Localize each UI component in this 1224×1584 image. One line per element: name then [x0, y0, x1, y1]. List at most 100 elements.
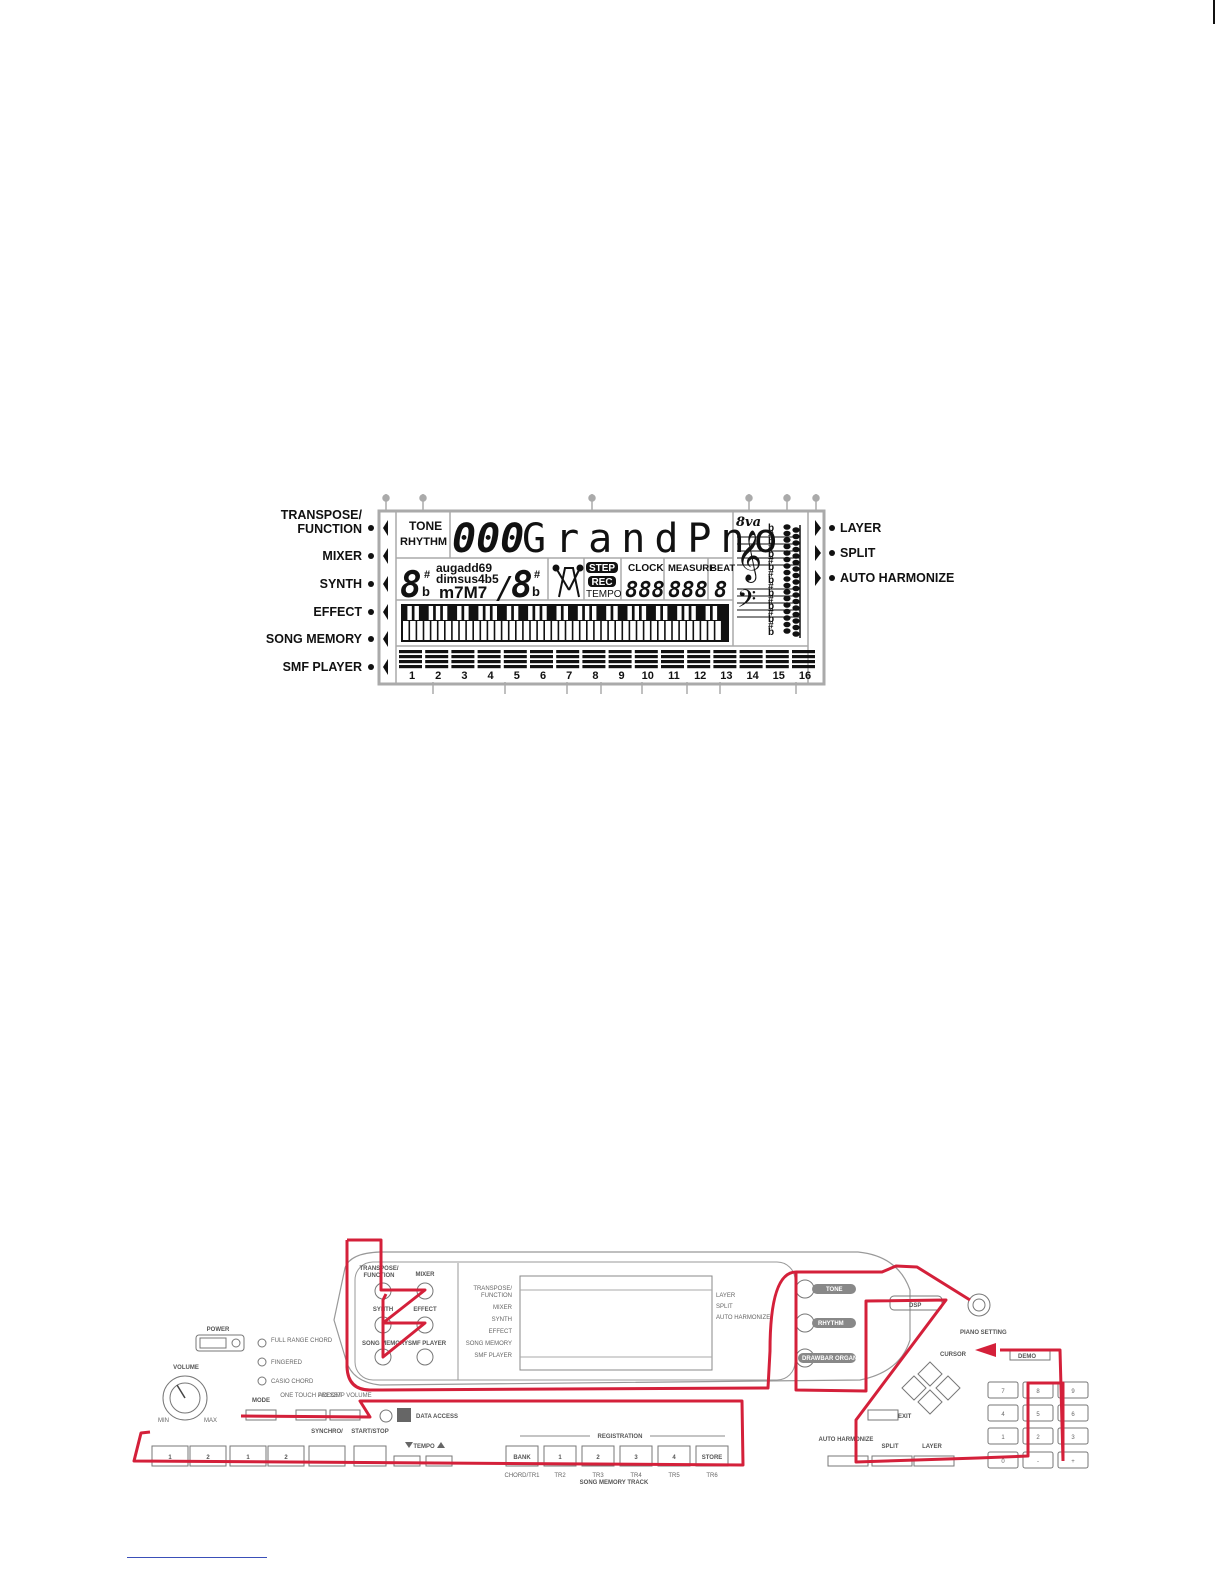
registration-button-1[interactable] [543, 1445, 577, 1467]
keypad-key-9[interactable] [1057, 1381, 1089, 1399]
smf-player-button[interactable] [416, 1348, 434, 1366]
note-head [783, 615, 791, 621]
volume-label: VOLUME [173, 1365, 199, 1371]
synchro-fill-in-button[interactable] [308, 1445, 346, 1467]
chord-flat: b [422, 584, 430, 599]
key-1a-label: 1 [168, 1455, 172, 1461]
intro-ending-1-button[interactable] [151, 1445, 189, 1467]
note-head [792, 631, 800, 637]
registration-button-3[interactable] [619, 1445, 653, 1467]
page-edge-line [1213, 0, 1215, 24]
variation-fill-1-button[interactable] [229, 1445, 267, 1467]
disp-label-function: FUNCTION [481, 1293, 512, 1299]
keypad-key-2[interactable] [1022, 1427, 1054, 1445]
white-key [452, 621, 459, 640]
note-head [792, 533, 800, 540]
measure-digits: 888 [668, 578, 708, 603]
accomp-volume-button[interactable] [329, 1409, 361, 1421]
bass-flat: b [532, 584, 540, 599]
piano-setting-label: PIANO SETTING [960, 1330, 1007, 1336]
tempo-up-button[interactable] [425, 1455, 453, 1467]
white-key [438, 621, 444, 640]
transpose-button-label: TRANSPOSE/ [359, 1266, 398, 1272]
note-head [783, 589, 791, 595]
tone-button[interactable] [795, 1279, 815, 1299]
keypad-key-4[interactable] [987, 1404, 1019, 1422]
channel-bar [608, 665, 632, 669]
registration-sublabel: TR3 [592, 1473, 604, 1479]
black-key-gap [613, 606, 618, 620]
black-key-gap [513, 606, 519, 620]
channel-bar [530, 660, 553, 664]
registration-sublabel: TR4 [630, 1473, 642, 1479]
variation-fill-2-button[interactable] [267, 1445, 305, 1467]
rhythm-indicator: RHYTHM [400, 536, 447, 548]
white-key [665, 621, 672, 640]
white-key [601, 621, 608, 640]
registration-sublabel: CHORD/TR1 [504, 1473, 540, 1479]
cursor-right-button[interactable] [935, 1375, 961, 1401]
registration-button-label: STORE [702, 1455, 723, 1461]
keypad-key-6[interactable] [1057, 1404, 1089, 1422]
channel-bar [556, 660, 580, 664]
channel-bar [634, 650, 658, 654]
power-led [231, 1338, 241, 1348]
measure-label: MEASURE [668, 563, 716, 574]
keypad-key-7[interactable] [987, 1381, 1019, 1399]
power-switch[interactable] [199, 1337, 227, 1349]
white-key [566, 621, 572, 640]
accidental-mark: # [768, 569, 774, 580]
accidental-mark: # [768, 595, 774, 606]
chord-slash: / [496, 571, 514, 606]
volume-knob[interactable] [162, 1375, 208, 1421]
registration-button-label: 1 [558, 1455, 562, 1461]
cursor-up-button[interactable] [917, 1361, 943, 1387]
function-button-label: FUNCTION [364, 1273, 395, 1279]
cursor-down-button[interactable] [917, 1389, 943, 1415]
channel-bar [530, 665, 553, 669]
black-key-gap [677, 606, 682, 620]
keypad-key-0[interactable] [987, 1451, 1019, 1469]
registration-button-2[interactable] [581, 1445, 615, 1467]
data-access-label: DATA ACCESS [416, 1414, 458, 1420]
channel-bar [608, 660, 632, 664]
registration-button-bank[interactable] [505, 1445, 539, 1467]
keypad-key--[interactable] [1022, 1451, 1054, 1469]
layer-label: LAYER [922, 1444, 942, 1450]
keypad-key-1[interactable] [987, 1427, 1019, 1445]
fingered-label: FINGERED [271, 1360, 303, 1366]
start-stop-button[interactable] [353, 1445, 387, 1467]
disp-label-song-memory: SONG MEMORY [466, 1341, 512, 1347]
piano-setting-button[interactable] [967, 1293, 991, 1317]
disp-label-smf-player: SMF PLAYER [474, 1353, 512, 1359]
accidental-mark: # [768, 543, 774, 554]
keypad-key-5[interactable] [1022, 1404, 1054, 1422]
note-head [783, 582, 791, 589]
one-touch-preset-label: ONE TOUCH PRESET [280, 1393, 342, 1399]
right-indicator-dots [829, 525, 835, 581]
registration-sublabel: TR2 [554, 1473, 566, 1479]
lcd-label-auto-harmonize: AUTO HARMONIZE [840, 571, 954, 585]
highlight-left-buttons-path [347, 1238, 427, 1359]
note-head [783, 602, 791, 608]
note-head [792, 540, 800, 546]
note-head [783, 608, 791, 615]
intro-ending-2-button[interactable] [189, 1445, 227, 1467]
rhythm-button[interactable] [795, 1313, 815, 1333]
cursor-left-button[interactable] [901, 1375, 927, 1401]
black-key-gap [478, 606, 483, 620]
effect-button[interactable] [416, 1316, 434, 1334]
keypad-key-3[interactable] [1057, 1427, 1089, 1445]
black-key-gap [407, 606, 412, 620]
lcd-label-layer: LAYER [840, 521, 881, 535]
white-key [672, 621, 679, 640]
exit-button[interactable] [867, 1409, 899, 1421]
auto-harmonize-label: AUTO HARMONIZE [819, 1437, 874, 1443]
registration-button-label: 3 [634, 1455, 638, 1461]
tempo-down-button[interactable] [393, 1455, 421, 1467]
channel-bar [425, 665, 449, 669]
keypad-key-+[interactable] [1057, 1451, 1089, 1469]
power-button[interactable] [195, 1334, 245, 1352]
note-head [792, 618, 800, 624]
black-key-gap [584, 606, 590, 620]
